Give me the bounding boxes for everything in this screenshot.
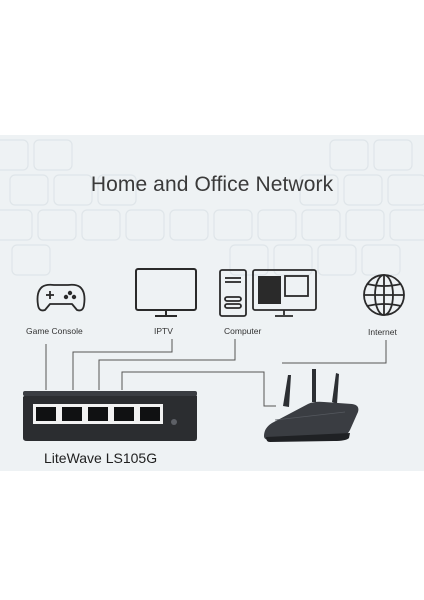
ethernet-ports — [33, 404, 163, 424]
label-internet: Internet — [368, 327, 397, 337]
power-led — [171, 419, 177, 425]
desktop-computer-icon — [219, 269, 317, 317]
gamepad-icon — [36, 283, 86, 312]
ethernet-port — [33, 404, 59, 424]
ethernet-port — [59, 404, 85, 424]
network-switch — [23, 391, 197, 441]
ethernet-port — [111, 404, 137, 424]
router-antenna — [283, 375, 291, 407]
label-iptv: IPTV — [154, 326, 173, 336]
router-antenna — [332, 373, 339, 404]
line-computer — [98, 339, 236, 390]
line-switch-router — [121, 371, 276, 407]
connection-lines — [45, 339, 387, 407]
ethernet-port — [85, 404, 111, 424]
ethernet-port — [137, 404, 163, 424]
tv-icon — [135, 268, 197, 317]
line-internet — [282, 340, 387, 364]
line-iptv — [72, 339, 173, 390]
label-game-console: Game Console — [26, 326, 83, 336]
keyboard-pattern-background — [0, 139, 424, 276]
globe-icon — [363, 274, 405, 316]
label-computer: Computer — [224, 326, 262, 336]
wifi-router — [264, 369, 359, 442]
product-name: LiteWave LS105G — [44, 450, 158, 466]
page-title: Home and Office Network — [90, 173, 334, 196]
router-antenna — [312, 369, 316, 402]
